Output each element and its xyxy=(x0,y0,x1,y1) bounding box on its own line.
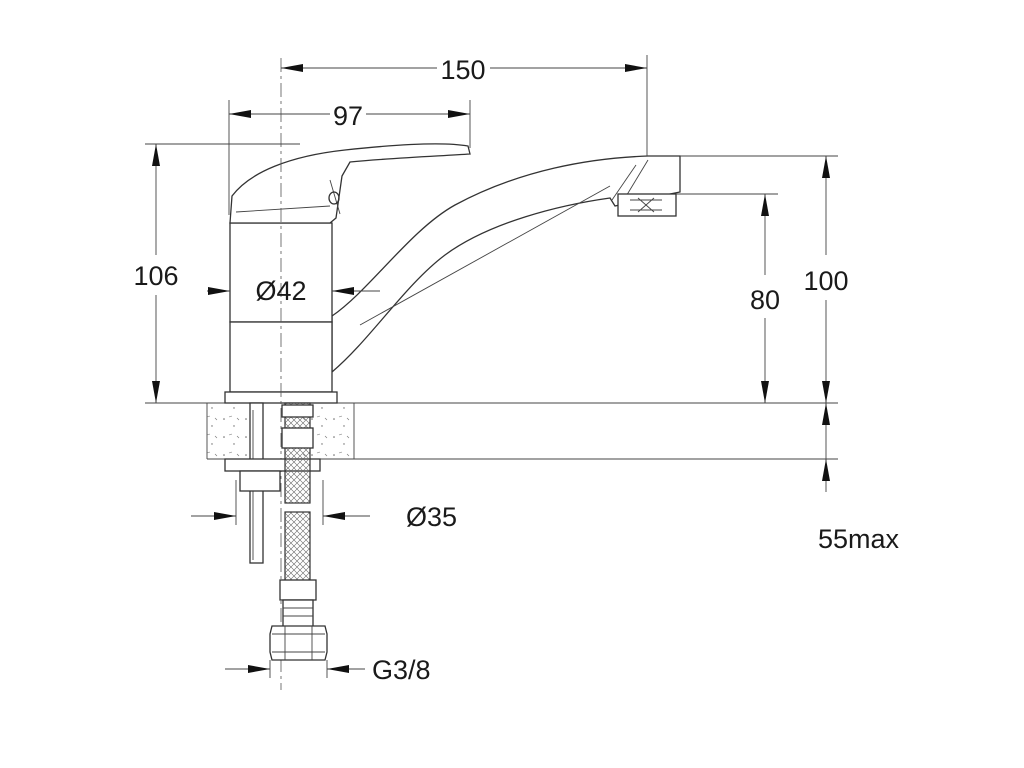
dimension-55max: 55max xyxy=(818,403,900,554)
flexible-hose xyxy=(279,402,317,629)
dim-label-total-height: 106 xyxy=(133,261,178,291)
dim-label-spout-height: 80 xyxy=(750,285,780,315)
countertop xyxy=(145,402,838,460)
dim-label-body-diameter: Ø42 xyxy=(255,276,306,306)
dimension-100: 100 xyxy=(680,155,849,403)
faucet-body xyxy=(224,222,338,404)
dimension-diameter-35: Ø35 xyxy=(191,480,457,532)
spout xyxy=(331,155,681,374)
dim-label-spout-top-height: 100 xyxy=(803,266,848,296)
aerator xyxy=(617,193,677,217)
dimension-150: 150 xyxy=(281,55,648,156)
dimension-diameter-42: Ø42 xyxy=(207,276,380,306)
dimension-80: 80 xyxy=(676,193,780,403)
dim-label-thread: G3/8 xyxy=(372,655,431,685)
hose-nut xyxy=(269,625,328,661)
lever-handle xyxy=(229,143,471,224)
dim-label-mount-diameter: Ø35 xyxy=(406,502,457,532)
dimension-106: 106 xyxy=(133,143,300,403)
dim-label-max-counter-thickness: 55max xyxy=(818,524,900,554)
dim-label-overall-length: 150 xyxy=(440,55,485,85)
dimension-thread-g3-8: G3/8 xyxy=(225,655,431,685)
dim-label-lever-length: 97 xyxy=(333,101,363,131)
dimension-97: 97 xyxy=(228,100,471,215)
